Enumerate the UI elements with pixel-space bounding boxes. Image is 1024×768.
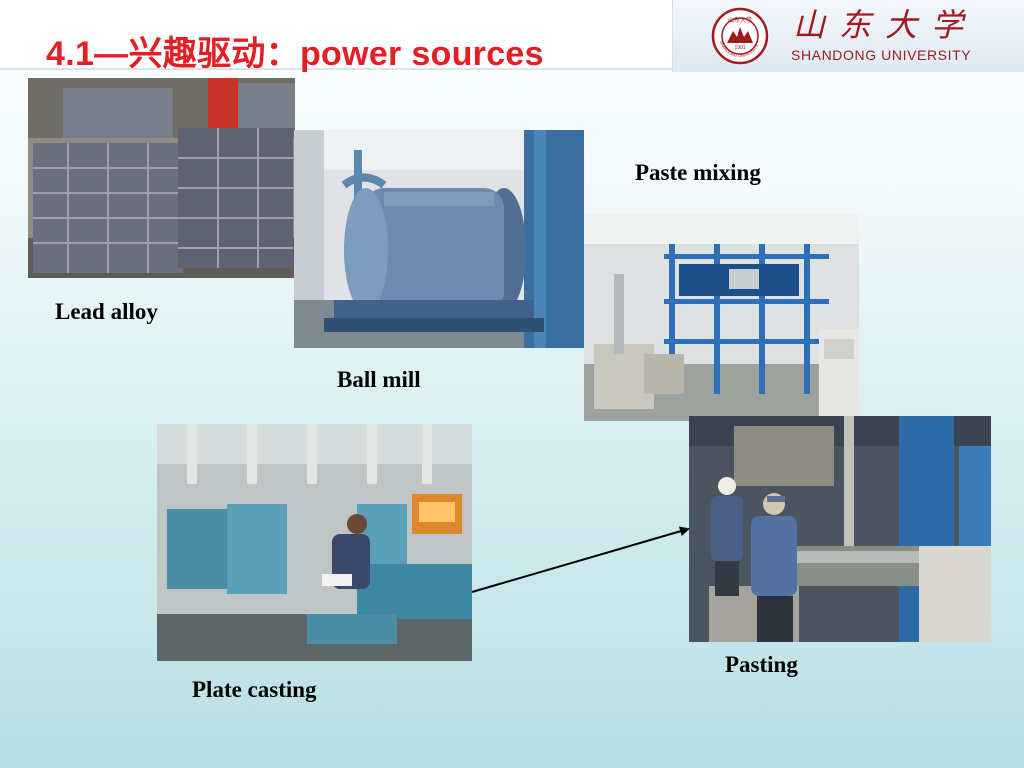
caption-pasting: Pasting: [725, 652, 798, 677]
english-name: SHANDONG UNIVERSITY: [791, 47, 972, 63]
svg-text:山东大学: 山东大学: [793, 6, 977, 42]
university-logo: 1901 SHANDONG UNIVERSITY 山东大学 山东大学 SHAND…: [672, 0, 1024, 72]
ball-mill-photo: [294, 130, 584, 348]
plate-casting-photo: [157, 424, 472, 661]
caption-plate-casting: Plate casting: [192, 677, 317, 702]
slide-title: 4.1—兴趣驱动：power sources: [46, 35, 544, 73]
paste-mixing-photo: [584, 214, 859, 421]
svg-text:山东大学: 山东大学: [728, 16, 752, 24]
chinese-name-calligraphy: 山东大学: [793, 6, 977, 42]
caption-paste-mixing: Paste mixing: [635, 160, 761, 185]
lead-alloy-photo: [28, 78, 295, 278]
university-seal-icon: 1901 SHANDONG UNIVERSITY 山东大学: [711, 7, 769, 65]
caption-lead-alloy: Lead alloy: [55, 299, 158, 324]
caption-ball-mill: Ball mill: [337, 367, 421, 392]
svg-text:1901: 1901: [734, 45, 745, 51]
header-divider: [0, 68, 672, 70]
pasting-photo: [689, 416, 991, 642]
